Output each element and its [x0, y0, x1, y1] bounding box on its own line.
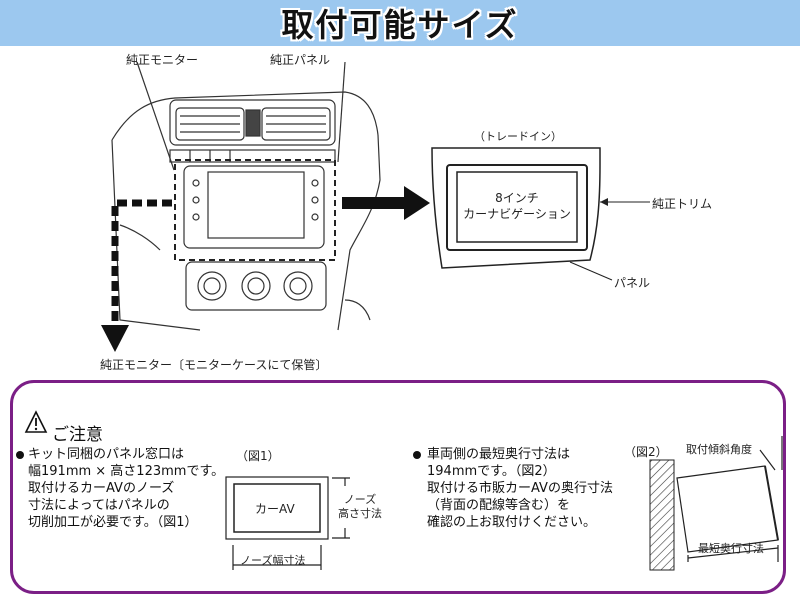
notice-left-text: キット同梱のパネル窓口は 幅191mm × 高さ123mmです。 取付けるカーA… — [28, 446, 224, 531]
label-trade-in: （トレードイン） — [474, 130, 562, 143]
notice-right-text: 車両側の最短奥行寸法は 194mmです。（図2） 取付ける市販カーAVの奥行寸法… — [427, 446, 613, 531]
title-banner: 取付可能サイズ — [0, 0, 800, 46]
notice-title: ご注意 — [52, 425, 103, 445]
notice-right-line: 車両側の最短奥行寸法は — [427, 447, 571, 462]
warning-icon — [24, 410, 48, 433]
notice-right-line: 取付ける市販カーAVの奥行寸法 — [427, 481, 613, 496]
label-oem-panel: 純正パネル — [270, 53, 331, 67]
fig2-label: （図2） — [624, 445, 668, 459]
notice-right-line: 確認の上お取付けください。 — [427, 515, 597, 530]
notice-left-line: 幅191mm × 高さ123mmです。 — [28, 464, 225, 479]
fig1-width-label: ノーズ幅寸法 — [240, 554, 306, 567]
fig1-label: （図1） — [236, 449, 280, 463]
notice-right-line: 194mmです。（図2） — [427, 464, 556, 479]
notice-left-line: 取付けるカーAVのノーズ — [28, 481, 175, 496]
notice-left-line: キット同梱のパネル窓口は — [28, 447, 185, 462]
fig1-height-line2: 高さ寸法 — [338, 507, 382, 520]
screen-line1: 8インチ — [495, 191, 539, 205]
notice-box — [10, 380, 786, 594]
notice-left-line: 切削加工が必要です。（図1） — [28, 515, 198, 530]
label-oem-monitor: 純正モニター — [126, 53, 199, 67]
fig1-height-line1: ノーズ — [343, 493, 377, 506]
page-title: 取付可能サイズ — [281, 6, 519, 44]
fig2-angle-label: 取付傾斜角度 — [686, 443, 752, 456]
notice-left-line: 寸法によってはパネルの — [28, 498, 170, 513]
label-oem-trim: 純正トリム — [652, 197, 713, 211]
fig1-height-label: ノーズ 高さ寸法 — [338, 493, 382, 521]
fig2-depth-label: 最短奥行寸法 — [698, 542, 764, 555]
fig1-box-label: カーAV — [255, 502, 295, 516]
screen-text: 8インチ カーナビゲーション — [457, 190, 577, 222]
label-monitor-storage: 純正モニター〔モニターケースにて保管〕 — [100, 358, 328, 372]
bullet-icon — [16, 451, 24, 459]
screen-line2: カーナビゲーション — [463, 207, 571, 221]
label-panel: パネル — [614, 276, 651, 290]
bullet-icon — [413, 451, 421, 459]
notice-right-line: （背面の配線等含む）を — [427, 498, 571, 513]
